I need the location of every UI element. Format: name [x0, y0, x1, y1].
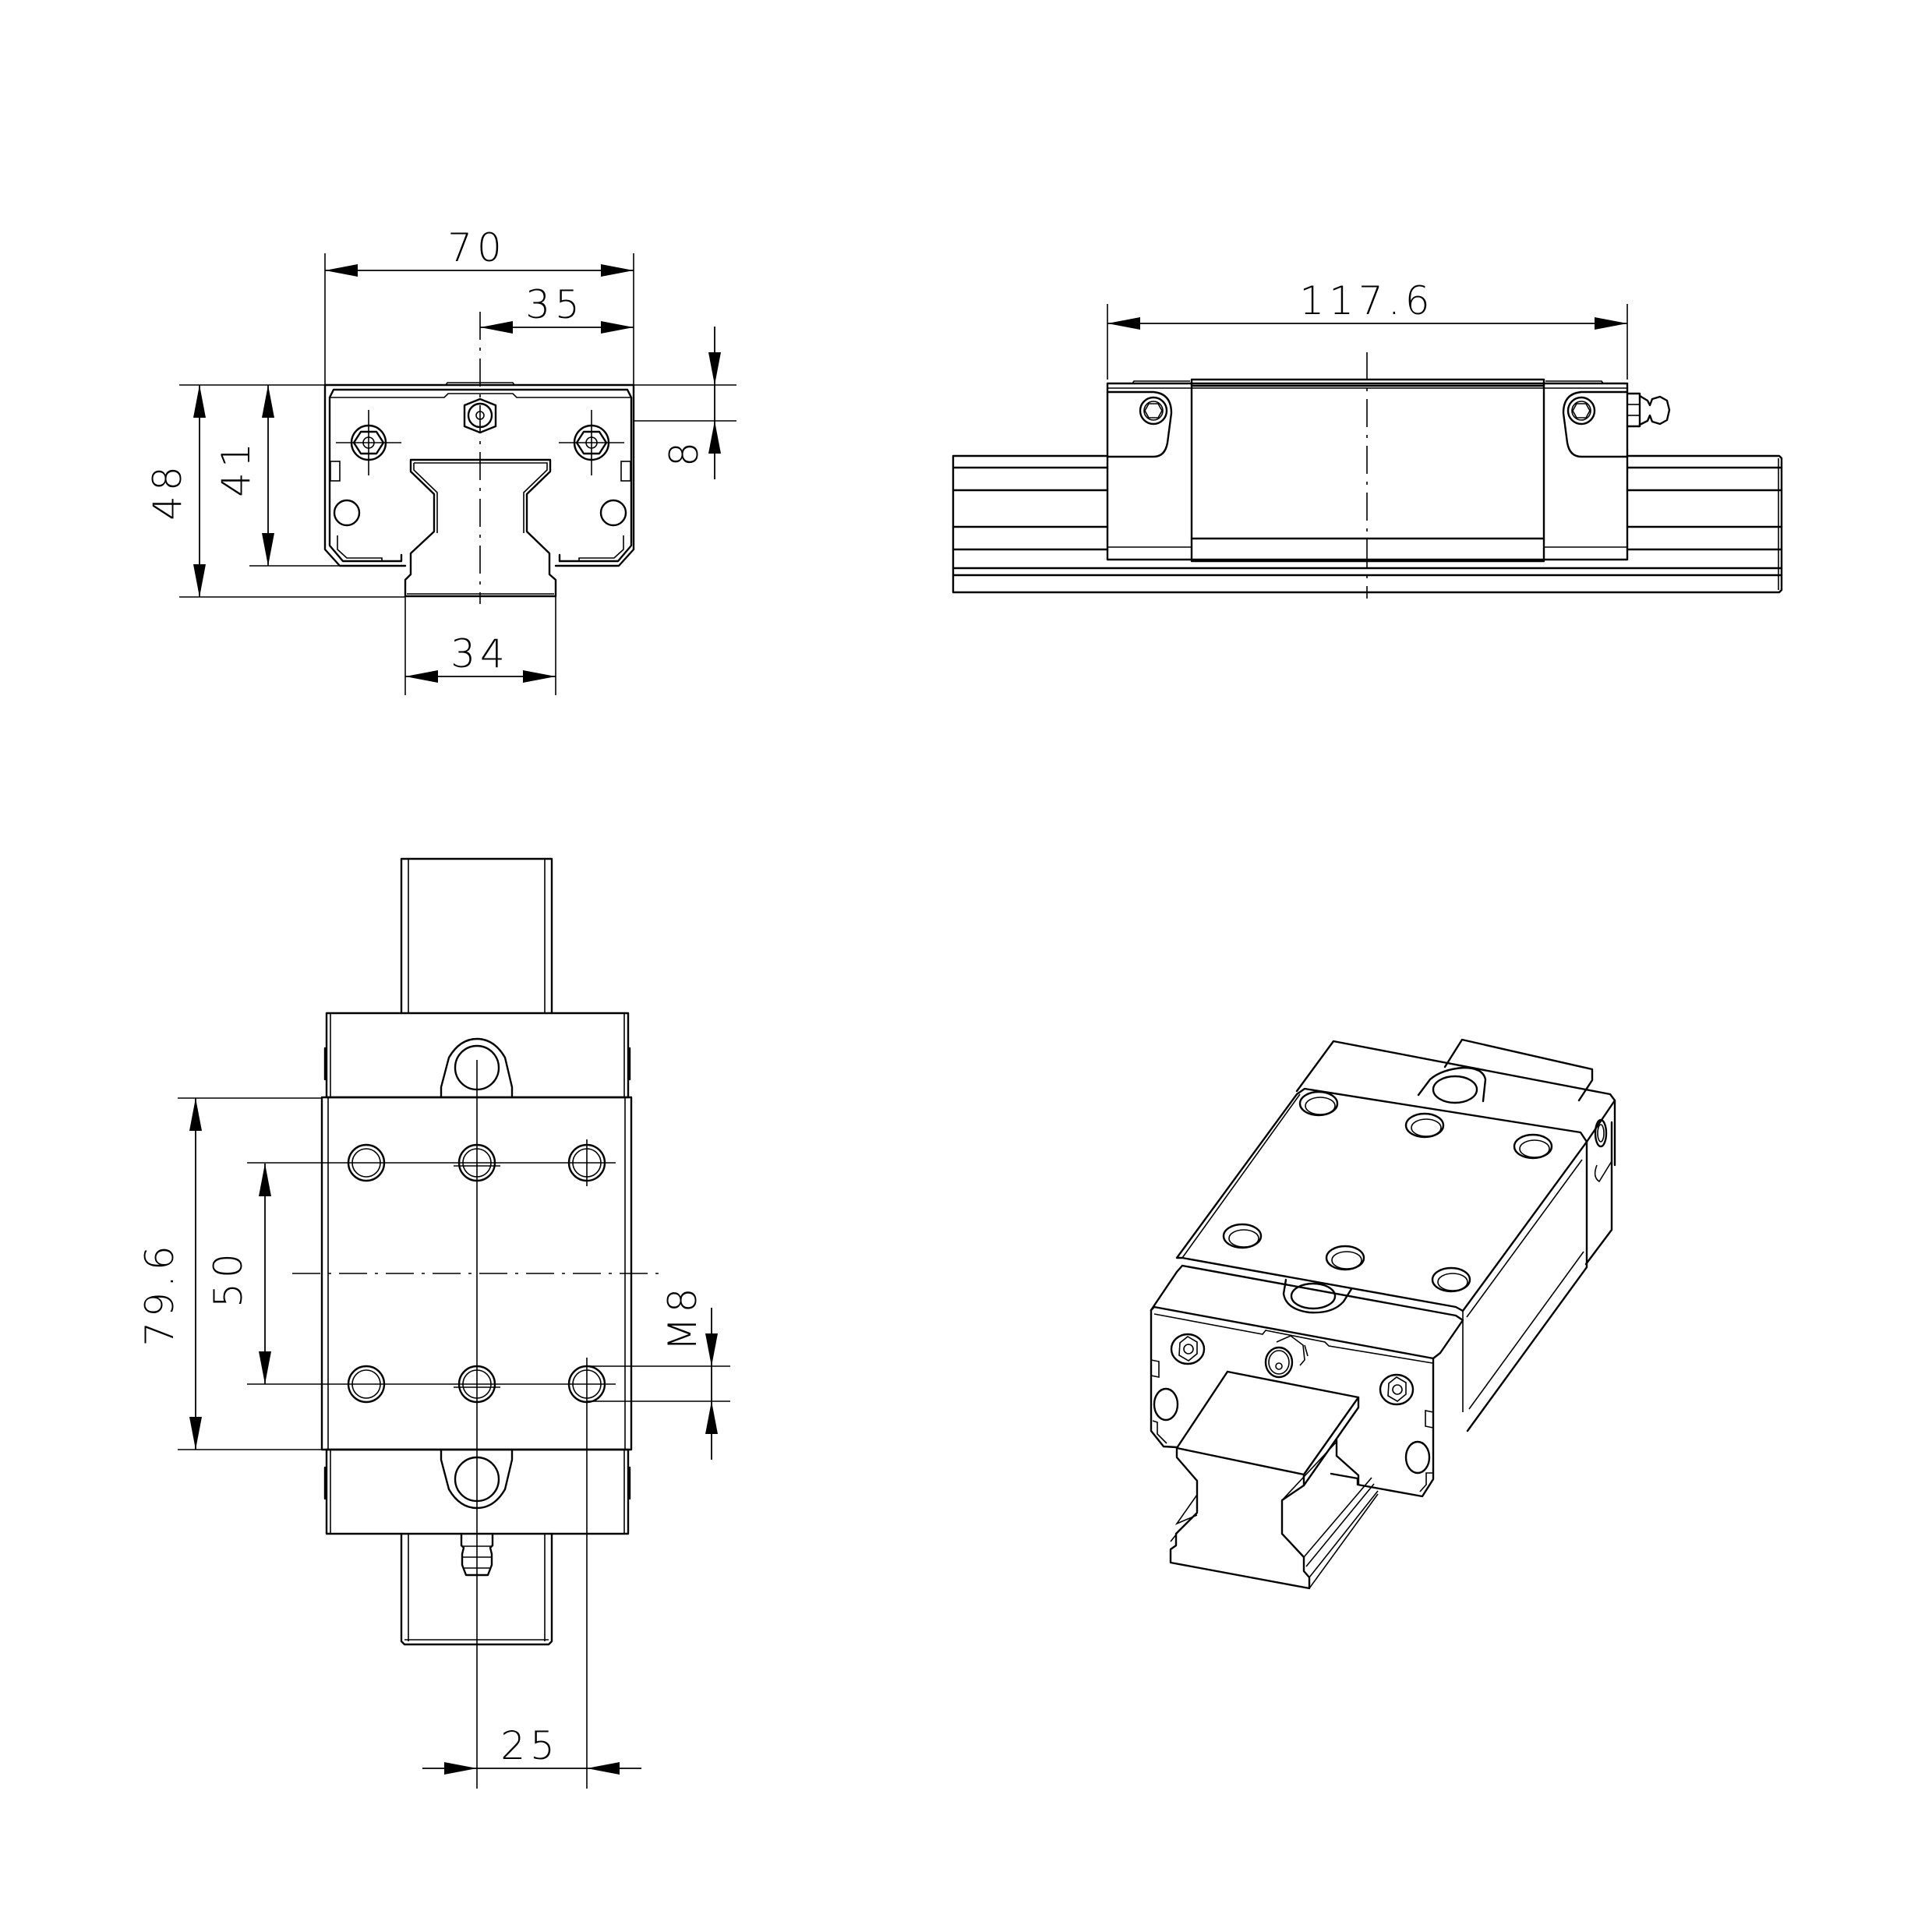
dimension-label: 48: [145, 461, 190, 521]
side-screw-right: [1566, 396, 1596, 426]
dimension-top-offset: 8: [662, 437, 707, 467]
dimension-label: M8: [660, 1284, 705, 1351]
dimension-label: 117.6: [1299, 278, 1434, 323]
iso-front-cap-edge: [1150, 1305, 1435, 1360]
dimension-rail-height: 41: [214, 438, 259, 497]
iso-mounting-holes: [1222, 1090, 1553, 1293]
dimension-rail-width: 34: [450, 631, 510, 676]
top-view: [178, 857, 730, 1789]
iso-front-side-hole-left: [1153, 1387, 1179, 1422]
top-lobe-upper: [440, 1037, 514, 1099]
side-rail-lines: [952, 458, 1783, 590]
dimension-width: 70: [447, 225, 507, 270]
front-screw-right: [559, 410, 624, 475]
iso-front-cap-top: [1150, 1264, 1464, 1360]
iso-rail-back: [1443, 1038, 1594, 1102]
top-rail-upper-inner: [408, 859, 546, 1013]
iso-rail-side-notch: [1335, 1438, 1360, 1485]
iso-mounting-hole: [1325, 1245, 1365, 1271]
iso-front-screw-left: [1170, 1333, 1206, 1365]
dimension-body-length: 79.6: [137, 1241, 182, 1346]
dimension-block-length: 117.6: [1299, 278, 1434, 323]
iso-front-face-right: [1330, 1357, 1435, 1498]
side-seal-left: [1132, 380, 1190, 384]
side-cap-lobe-left: [1106, 390, 1173, 458]
front-lower-lip-right: [578, 535, 624, 561]
iso-front-screw-right: [1379, 1373, 1415, 1406]
front-rail-inner: [413, 462, 548, 533]
iso-mounting-hole: [1222, 1223, 1263, 1249]
iso-mounting-hole: [1298, 1090, 1339, 1117]
dimension-half-width: 35: [525, 282, 585, 327]
side-grease-nipple-icon: [1626, 392, 1671, 428]
iso-front-grease-nipple-icon: [1264, 1335, 1309, 1379]
front-side-hole-left: [333, 499, 361, 527]
isometric-view: [1150, 1038, 1616, 1590]
side-screw-left: [1139, 396, 1168, 426]
dimension-label: 41: [214, 438, 259, 497]
iso-front-lobe: [1282, 1278, 1353, 1314]
front-top-plate: [330, 393, 631, 398]
iso-front-hole: [1290, 1282, 1337, 1310]
front-rail-profile: [404, 458, 557, 598]
dimension-hole-pitch-cross: 25: [500, 1723, 560, 1768]
front-block-outline: [323, 383, 635, 567]
iso-back-cap-lobe: [1594, 1160, 1612, 1183]
iso-rail-edge: [1302, 1396, 1360, 1476]
front-slot-left: [330, 461, 341, 482]
iso-body-side-lines: [1462, 1159, 1583, 1412]
iso-mounting-hole: [1431, 1266, 1471, 1293]
dimension-label: 79.6: [137, 1241, 182, 1346]
front-screw-left: [336, 410, 401, 475]
iso-body-side-lower: [1468, 1251, 1584, 1410]
dimension-label: 34: [450, 631, 510, 676]
iso-back-cap-screw-inner: [1597, 1124, 1605, 1143]
iso-rail-top: [1175, 1370, 1360, 1487]
iso-rail-side-lines: [1281, 1441, 1379, 1589]
iso-back-cap-screw: [1594, 1118, 1608, 1148]
side-center-body: [1190, 378, 1545, 563]
dimension-label: 70: [447, 225, 507, 270]
iso-front-slot-left: [1150, 1359, 1160, 1378]
side-seal-right: [1545, 380, 1604, 384]
dimension-label: 8: [662, 437, 707, 467]
dimension-label: 50: [206, 1249, 251, 1308]
front-block-inner: [328, 388, 633, 563]
iso-body-top: [1175, 1087, 1588, 1312]
iso-mounting-hole: [1404, 1112, 1445, 1139]
iso-rail-profile: [1169, 1446, 1311, 1590]
iso-front-lip-right: [1419, 1472, 1432, 1492]
top-rail-upper: [400, 857, 553, 1015]
iso-back-lobe: [1417, 1066, 1487, 1103]
iso-body-side: [1466, 1140, 1588, 1432]
iso-back-hole: [1432, 1075, 1478, 1104]
iso-back-cap-top: [1295, 1040, 1616, 1143]
cap-side-screws: [323, 1047, 631, 1500]
front-slot-right: [620, 461, 631, 482]
dimension-total-height: 48: [145, 461, 190, 521]
iso-rail-chamfer: [1170, 1494, 1198, 1542]
dimension-thread: M8: [660, 1284, 705, 1351]
side-rail-outline: [952, 454, 1783, 594]
iso-front-face-plate: [1153, 1313, 1433, 1364]
iso-front-slot-right: [1425, 1410, 1434, 1429]
iso-mounting-hole: [1513, 1133, 1553, 1160]
front-view: [179, 253, 736, 695]
dimension-label: 25: [500, 1723, 560, 1768]
iso-front-side-hole-right: [1404, 1440, 1431, 1475]
iso-front-lip-left: [1152, 1420, 1167, 1444]
side-cap-lobe-right: [1562, 390, 1629, 458]
dimension-label: 35: [525, 282, 585, 327]
iso-front-face-left: [1150, 1309, 1178, 1449]
side-view: [952, 304, 1783, 599]
iso-back-cap-side: [1584, 1099, 1616, 1266]
iso-body-edge: [1181, 1093, 1301, 1259]
front-side-hole-right: [599, 499, 627, 527]
dimension-hole-pitch-long: 50: [206, 1249, 251, 1308]
front-lower-lip-left: [337, 535, 383, 561]
